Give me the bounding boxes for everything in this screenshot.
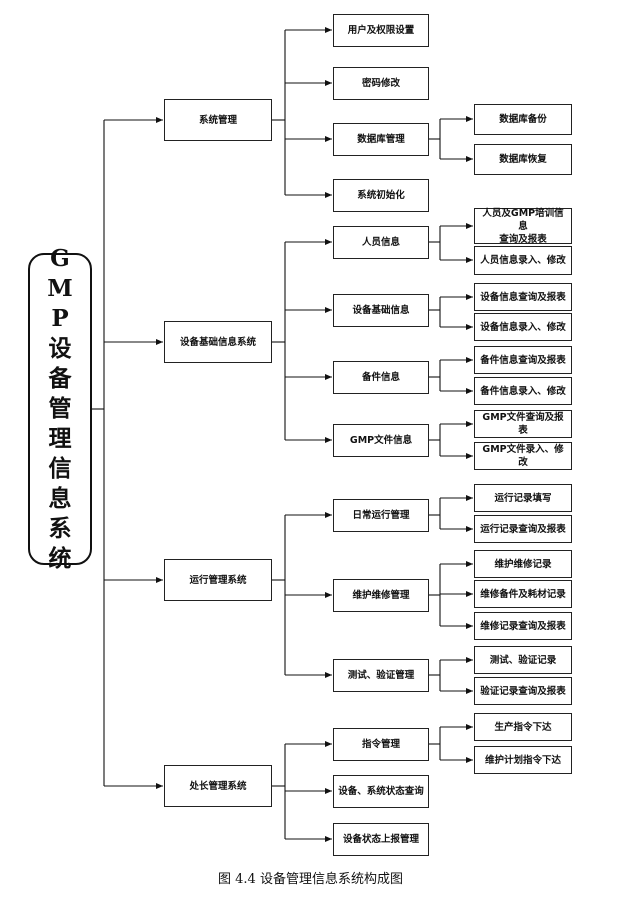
node-system-initialization: 系统初始化	[333, 179, 429, 212]
node-database-management: 数据库管理	[333, 123, 429, 156]
node-validation-record-query-report: 验证记录查询及报表	[474, 677, 572, 705]
node-daily-operation-management: 日常运行管理	[333, 499, 429, 532]
node-equipment-basic-info: 设备基础信息	[333, 294, 429, 327]
node-gmp-document-entry-edit: GMP文件录入、修改	[474, 442, 572, 470]
node-equipment-system-status-query: 设备、系统状态查询	[333, 775, 429, 808]
node-repair-spare-consumables-record: 维修备件及耗材记录	[474, 580, 572, 608]
node-personnel-info: 人员信息	[333, 226, 429, 259]
root-title-char: 理	[48, 425, 72, 452]
root-title-char: 息	[48, 485, 72, 512]
node-gmp-document-query-report: GMP文件查询及报表	[474, 410, 572, 438]
node-equipment-info-entry-edit: 设备信息录入、修改	[474, 313, 572, 341]
node-production-instruction-issue: 生产指令下达	[474, 713, 572, 741]
node-test-validation-record: 测试、验证记录	[474, 646, 572, 674]
node-repair-record-query-report: 维修记录查询及报表	[474, 612, 572, 640]
node-equipment-info-query-report: 设备信息查询及报表	[474, 283, 572, 311]
node-equipment-basic-info-system: 设备基础信息系统	[164, 321, 272, 363]
node-gmp-document-info: GMP文件信息	[333, 424, 429, 457]
node-spare-parts-info: 备件信息	[333, 361, 429, 394]
root-title-char: M	[47, 275, 73, 302]
root-title-char: 设	[48, 335, 72, 362]
node-maintenance-plan-instruction-issue: 维护计划指令下达	[474, 746, 572, 774]
node-personnel-gmp-training-query-report: 人员及GMP培训信息 查询及报表	[474, 208, 572, 245]
root-title-char: G	[50, 245, 70, 272]
root-title-char: 备	[48, 365, 72, 392]
node-operation-record-query-report: 运行记录查询及报表	[474, 515, 572, 543]
node-database-restore: 数据库恢复	[474, 144, 572, 175]
node-database-backup: 数据库备份	[474, 104, 572, 135]
node-maintenance-repair-management: 维护维修管理	[333, 579, 429, 612]
root-title-char: 系	[48, 515, 72, 542]
node-instruction-management: 指令管理	[333, 728, 429, 761]
node-password-change: 密码修改	[333, 67, 429, 100]
node-system-management: 系统管理	[164, 99, 272, 141]
node-personnel-info-entry-edit: 人员信息录入、修改	[474, 246, 572, 275]
node-operation-record-fill: 运行记录填写	[474, 484, 572, 512]
node-equipment-status-report-management: 设备状态上报管理	[333, 823, 429, 856]
node-spare-parts-entry-edit: 备件信息录入、修改	[474, 377, 572, 405]
root-title-char: 统	[48, 545, 72, 572]
node-director-management-system: 处长管理系统	[164, 765, 272, 807]
root-title-char: 信	[48, 455, 72, 482]
node-test-validation-management: 测试、验证管理	[333, 659, 429, 692]
figure-caption: 图 4.4 设备管理信息系统构成图	[218, 872, 403, 887]
node-maintenance-repair-record: 维护维修记录	[474, 550, 572, 578]
root-title-char: 管	[48, 395, 72, 422]
node-operation-management-system: 运行管理系统	[164, 559, 272, 601]
node-spare-parts-query-report: 备件信息查询及报表	[474, 346, 572, 374]
node-user-permission-settings: 用户及权限设置	[333, 14, 429, 47]
root-title-char: P	[51, 305, 69, 332]
